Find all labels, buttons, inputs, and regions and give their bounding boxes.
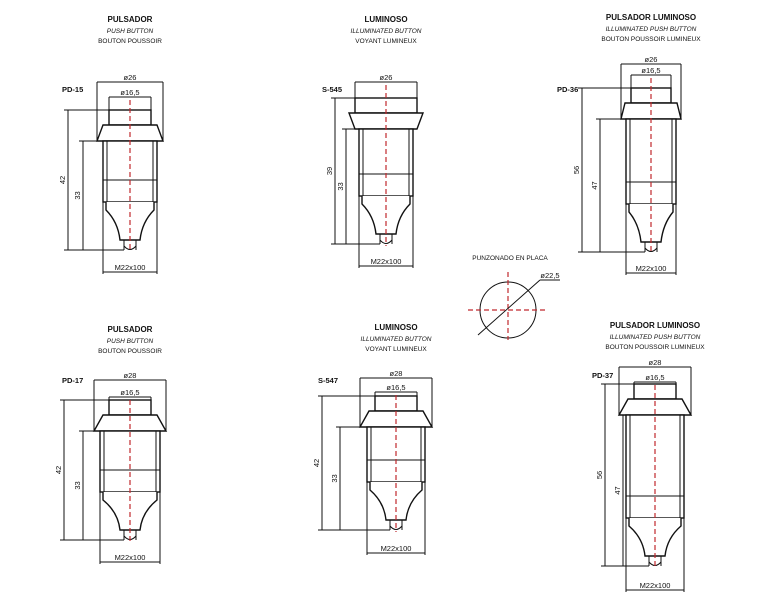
inner-diameter-label: ø16,5 bbox=[641, 66, 660, 75]
component-subtitle-fr: BOUTON POUSSOIR LUMINEUX bbox=[601, 36, 701, 43]
component-title: PULSADOR bbox=[108, 325, 153, 334]
terminal bbox=[379, 234, 393, 244]
component-subtitle-en: ILLUMINATED PUSH BUTTON bbox=[610, 334, 701, 341]
model-label: PD-17 bbox=[62, 376, 83, 385]
button-flange bbox=[617, 398, 693, 416]
component-pd-15: PULSADOR PUSH BUTTON BOUTON POUSSOIR PD-15 ø… bbox=[58, 15, 165, 274]
component-subtitle-fr: VOYANT LUMINEUX bbox=[365, 346, 427, 353]
button-flange bbox=[92, 414, 168, 432]
component-title: PULSADOR bbox=[108, 15, 153, 24]
total-length-label: 56 bbox=[595, 471, 604, 479]
component-pd-36: PULSADOR LUMINOSO ILLUMINATED PUSH BUTTON… bbox=[557, 13, 701, 275]
thread-label: M22x100 bbox=[371, 257, 402, 266]
component-pd-17: PULSADOR PUSH BUTTON BOUTON POUSSOIR PD-17 ø… bbox=[54, 325, 168, 564]
outer-diameter-label: ø28 bbox=[649, 358, 662, 367]
component-title: LUMINOSO bbox=[374, 323, 417, 332]
inner-diameter-label: ø16,5 bbox=[120, 88, 139, 97]
component-pd-37: PULSADOR LUMINOSO ILLUMINATED PUSH BUTTON… bbox=[592, 321, 705, 592]
total-length-label: 42 bbox=[312, 459, 321, 467]
terminal bbox=[389, 520, 403, 530]
outer-diameter-label: ø26 bbox=[645, 55, 658, 64]
component-s-547: LUMINOSO ILLUMINATED BUTTON VOYANT LUMINEU… bbox=[312, 323, 434, 555]
model-label: PD-36 bbox=[557, 85, 578, 94]
body-length-label: 33 bbox=[73, 481, 82, 489]
inner-diameter-label: ø16,5 bbox=[645, 373, 664, 382]
model-label: S-547 bbox=[318, 376, 338, 385]
total-length-label: 42 bbox=[54, 466, 63, 474]
diameter-leader-line bbox=[477, 279, 541, 336]
model-label: PD-15 bbox=[62, 85, 83, 94]
total-length-label: 42 bbox=[58, 176, 67, 184]
body-length-label: 33 bbox=[330, 474, 339, 482]
outer-diameter-label: ø28 bbox=[124, 371, 137, 380]
body-length-label: 47 bbox=[613, 486, 622, 494]
panel-cutout: PUNZONADO EN PLACA ø22,5 bbox=[468, 255, 560, 340]
inner-diameter-label: ø16,5 bbox=[386, 383, 405, 392]
thread-label: M22x100 bbox=[640, 581, 671, 590]
component-subtitle-fr: BOUTON POUSSOIR bbox=[98, 38, 162, 45]
component-subtitle-fr: VOYANT LUMINEUX bbox=[355, 38, 417, 45]
cutout-diameter-label: ø22,5 bbox=[540, 271, 559, 280]
total-length-label: 39 bbox=[325, 167, 334, 175]
component-subtitle-en: PUSH BUTTON bbox=[107, 28, 154, 35]
inner-diameter-label: ø16,5 bbox=[120, 388, 139, 397]
thread-label: M22x100 bbox=[115, 553, 146, 562]
component-subtitle-en: PUSH BUTTON bbox=[107, 338, 154, 345]
model-label: S-545 bbox=[322, 85, 342, 94]
body-length-label: 33 bbox=[73, 191, 82, 199]
outer-diameter-label: ø26 bbox=[124, 73, 137, 82]
thread-label: M22x100 bbox=[636, 264, 667, 273]
body-length-label: 33 bbox=[336, 182, 345, 190]
component-subtitle-en: ILLUMINATED BUTTON bbox=[351, 28, 422, 35]
component-title: PULSADOR LUMINOSO bbox=[610, 321, 700, 330]
component-s-545: LUMINOSO ILLUMINATED BUTTON VOYANT LUMINEU… bbox=[322, 15, 425, 268]
component-subtitle-en: ILLUMINATED PUSH BUTTON bbox=[606, 26, 697, 33]
component-title: LUMINOSO bbox=[364, 15, 407, 24]
component-title: PULSADOR LUMINOSO bbox=[606, 13, 696, 22]
outer-diameter-label: ø26 bbox=[380, 73, 393, 82]
thread-label: M22x100 bbox=[115, 263, 146, 272]
terminal bbox=[644, 242, 658, 252]
cutout-title: PUNZONADO EN PLACA bbox=[472, 255, 548, 262]
outer-diameter-label: ø28 bbox=[390, 369, 403, 378]
component-subtitle-fr: BOUTON POUSSOIR bbox=[98, 348, 162, 355]
component-subtitle-en: ILLUMINATED BUTTON bbox=[361, 336, 432, 343]
body-length-label: 47 bbox=[590, 181, 599, 189]
terminal bbox=[123, 240, 137, 250]
component-subtitle-fr: BOUTON POUSSOIR LUMINEUX bbox=[605, 344, 705, 351]
thread-label: M22x100 bbox=[381, 544, 412, 553]
total-length-label: 56 bbox=[572, 166, 581, 174]
model-label: PD-37 bbox=[592, 371, 613, 380]
